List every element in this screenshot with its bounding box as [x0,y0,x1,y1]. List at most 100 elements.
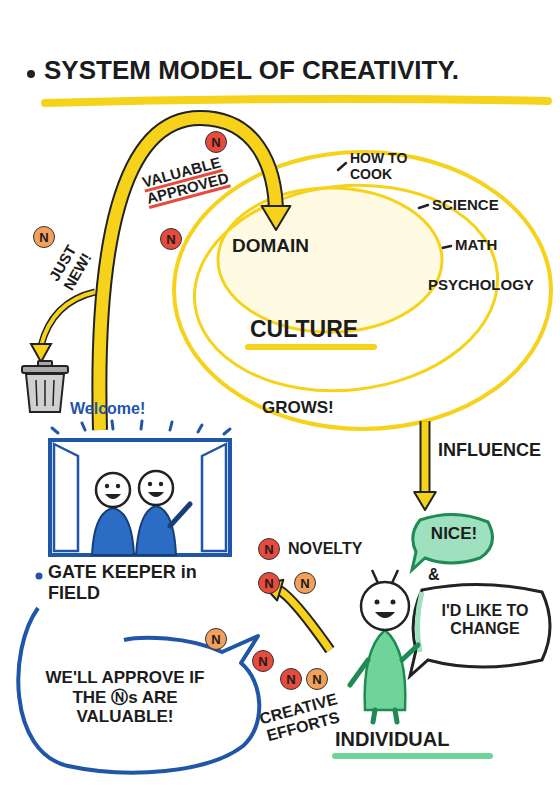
domain-example: SCIENCE [432,196,499,213]
gatekeeper-door-part [96,473,130,507]
individual-figure-part [392,570,398,583]
novelty-token: N [280,668,302,690]
individual-figure-part [395,710,397,722]
novelty-token: N [258,572,280,594]
flow-arrow-line [99,118,276,430]
trash-can-part [44,380,46,406]
gatekeeper-door-part [18,608,259,773]
welcome-rays [52,421,230,434]
individual-figure-part [402,645,418,660]
culture-rings-part [248,344,374,350]
culture-rings-part [218,188,442,332]
flow-arrow-line [422,421,429,496]
domain-label: DOMAIN [232,235,320,257]
diagram-title: SYSTEM MODEL OF CREATIVITY. [44,56,554,86]
gatekeeper-door-part [105,494,121,499]
gatekeeper-door-part [202,444,226,551]
welcome-rays-part [82,423,85,430]
welcome-rays-part [52,428,58,433]
ampersand: & [428,566,448,584]
domain-example: MATH [455,236,497,253]
individual-label: INDIVIDUAL [335,728,485,751]
individual-figure-part [365,630,406,710]
reject-arrow-part [31,344,51,362]
trash-can [22,361,68,412]
novelty-token: N [160,228,182,250]
flow-arrow-outline [99,118,276,430]
edge-label: INFLUENCE [438,440,541,461]
arrow-head [262,206,291,230]
welcome-note: Welcome! [70,400,145,418]
individual-figure-part [412,514,493,570]
novelty-token: N [258,538,280,560]
domain-example: PSYCHOLOGY [428,276,534,293]
welcome-rays-part [224,429,230,434]
speech-bubble: I'D LIKE TO CHANGE [425,602,545,639]
reject-arrow-part [41,292,95,346]
individual-figure-part [410,584,550,676]
individual-figure-part [361,582,409,630]
grows-note: GROWS! [262,398,334,418]
gatekeeper-door-part [54,444,78,551]
novelty-label: NOVELTY [288,540,362,558]
flow-arrow-line [276,589,330,650]
individual-figure [330,510,555,760]
title-bullet [27,70,35,78]
gatekeeper-door-part [148,492,164,497]
field-speech: WE'LL APPROVE IF THE Ⓝs ARE VALUABLE! [40,668,210,727]
trash-can-part [38,361,52,366]
welcome-rays-part [112,421,113,429]
culture-rings-part [174,152,551,429]
edge-label: CREATIVE EFFORTS [242,686,360,751]
gatekeeper-door-part [50,440,230,555]
novelty-token: N [252,650,274,672]
culture-label: CULTURE [250,316,390,342]
arrow-head [414,492,436,510]
novelty-token: N [294,572,316,594]
flow-arrow [414,421,436,510]
gatekeeper-field: GATE KEEPER in FIELD WE'LL APPROVE IF THE… [8,430,263,775]
gatekeeper-door-part [139,471,173,505]
flow-arrow [99,118,290,430]
reject-arrow [31,292,95,362]
edge-label: VALUABLE APPROVED [140,147,250,208]
individual-figure-part [350,660,368,685]
trash-can-part [36,380,37,406]
gatekeeper-door-part [92,508,134,555]
individual-figure-part [335,753,490,759]
individual-group: NICE! & I'D LIKE TO CHANGE INDIVIDUAL [330,510,555,760]
domain-box: DOMAIN [232,230,320,264]
field-label: GATE KEEPER in FIELD [48,562,198,603]
gatekeeper-door-part [105,484,109,488]
gatekeeper-door-part [148,482,152,486]
welcome-rays-part [170,422,172,430]
gatekeeper-door-part [170,504,190,526]
domain-example: HOW TO COOK [350,150,430,182]
individual-figure-part [375,600,380,605]
flow-arrow-outline [276,589,330,650]
speech-bubble: NICE! [418,524,490,544]
flow-arrow-outline [420,421,431,496]
novelty-token: N [306,668,328,690]
domain-leader-dashes-part [419,205,428,208]
reject-arrow-part [41,292,95,346]
title-underline [45,99,548,103]
welcome-rays-part [141,421,142,429]
novelty-token: N [205,628,227,650]
individual-figure-part [372,570,378,583]
trash-can-part [26,374,64,412]
novelty-token: N [205,131,227,153]
individual-figure-part [373,710,375,722]
novelty-token: N [33,226,55,248]
domain-leader-dashes-part [442,246,451,248]
trash-can-part [22,366,68,373]
domain-leader-dashes-part [338,163,346,170]
trash-can-part [53,380,54,406]
gatekeeper-door-part [36,573,43,580]
individual-figure-part [375,612,395,618]
gatekeeper-door-part [116,484,120,488]
welcome-rays-part [198,425,202,432]
